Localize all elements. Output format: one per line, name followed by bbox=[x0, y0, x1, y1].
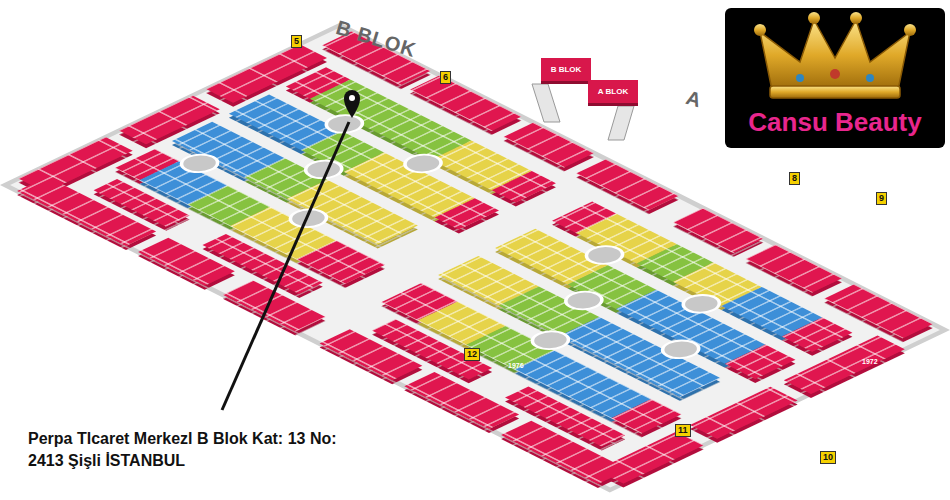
stall-number: 1972 bbox=[862, 358, 878, 365]
node-text: B BLOK bbox=[551, 65, 582, 74]
entrance-number: 9 bbox=[876, 192, 887, 205]
node-text: Cansu Beauty bbox=[748, 107, 921, 138]
node-text: A BLOK bbox=[598, 87, 628, 96]
block-entrance-box: A BLOK bbox=[588, 80, 638, 106]
entrance-number: 5 bbox=[291, 35, 302, 48]
stall-blocks bbox=[5, 25, 945, 490]
entrance-number: 6 bbox=[440, 71, 451, 84]
service-octagons bbox=[174, 96, 763, 389]
leader-line bbox=[222, 90, 360, 410]
block-entrance-box: B BLOK bbox=[541, 58, 591, 84]
address-caption: Perpa Tlcaret Merkezl B Blok Kat: 13 No:… bbox=[28, 428, 373, 472]
brand-box: Cansu Beauty bbox=[725, 8, 945, 148]
entrance-number: 10 bbox=[820, 451, 836, 464]
block-name: A bbox=[683, 86, 705, 113]
stall-number: 1976 bbox=[508, 362, 524, 369]
entrance-number: 11 bbox=[675, 424, 691, 437]
brand-panel bbox=[725, 8, 945, 148]
floor-ground bbox=[5, 25, 945, 490]
entrance-number: 12 bbox=[464, 348, 480, 361]
entrance-number: 8 bbox=[789, 172, 800, 185]
stairs bbox=[532, 84, 634, 140]
